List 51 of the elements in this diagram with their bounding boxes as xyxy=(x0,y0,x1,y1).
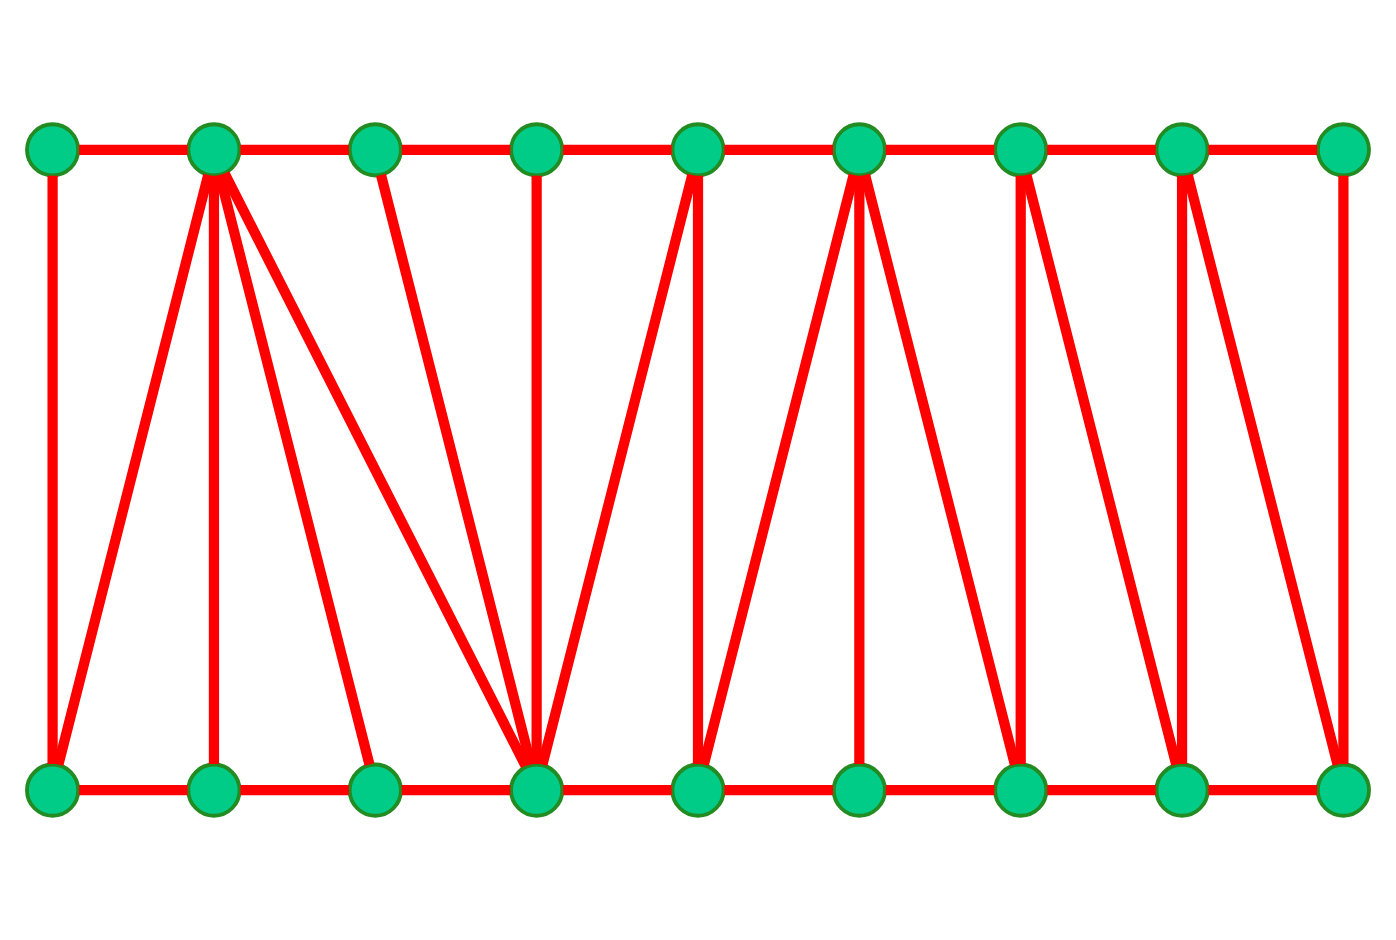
node-circle xyxy=(509,762,565,818)
connector xyxy=(1182,173,1343,766)
connector xyxy=(79,785,188,796)
connector xyxy=(563,785,672,796)
connector xyxy=(860,173,1020,766)
connector xyxy=(1208,785,1318,796)
node-circle xyxy=(670,122,726,178)
node-circle xyxy=(993,122,1049,178)
connector xyxy=(79,144,188,155)
node-circle xyxy=(1315,122,1371,178)
node-circle xyxy=(1154,762,1210,818)
connector xyxy=(1021,173,1182,766)
node-circle xyxy=(1315,762,1371,818)
node-circle xyxy=(186,122,242,178)
connector xyxy=(240,144,349,155)
node-circle xyxy=(670,762,726,818)
connector xyxy=(537,173,698,766)
node-circle xyxy=(831,762,887,818)
connector xyxy=(376,173,536,766)
connector xyxy=(1338,175,1349,764)
node-circle xyxy=(831,122,887,178)
connector xyxy=(692,175,704,764)
connector xyxy=(1047,785,1156,796)
connector xyxy=(240,785,349,796)
connector xyxy=(563,144,672,155)
node-circle xyxy=(25,762,81,818)
node-circle xyxy=(509,122,565,178)
node-circle xyxy=(993,762,1049,818)
node-circle xyxy=(186,762,242,818)
node-circle xyxy=(25,122,81,178)
connector xyxy=(531,175,542,764)
connector xyxy=(47,175,58,764)
connector xyxy=(220,171,531,769)
node-circle xyxy=(1154,122,1210,178)
node-circle xyxy=(347,762,403,818)
connector xyxy=(698,173,859,766)
connector xyxy=(724,144,833,155)
connector xyxy=(1015,175,1026,764)
connector xyxy=(214,173,375,766)
connector xyxy=(208,175,220,764)
connector xyxy=(401,144,511,155)
node-circle xyxy=(347,122,403,178)
connector xyxy=(53,173,214,766)
connector xyxy=(854,175,865,764)
connector xyxy=(1047,144,1156,155)
connector xyxy=(1176,175,1188,764)
connector xyxy=(885,144,995,155)
connector xyxy=(1208,144,1318,155)
connector xyxy=(401,785,511,796)
connector xyxy=(885,785,995,796)
connector xyxy=(724,785,833,796)
